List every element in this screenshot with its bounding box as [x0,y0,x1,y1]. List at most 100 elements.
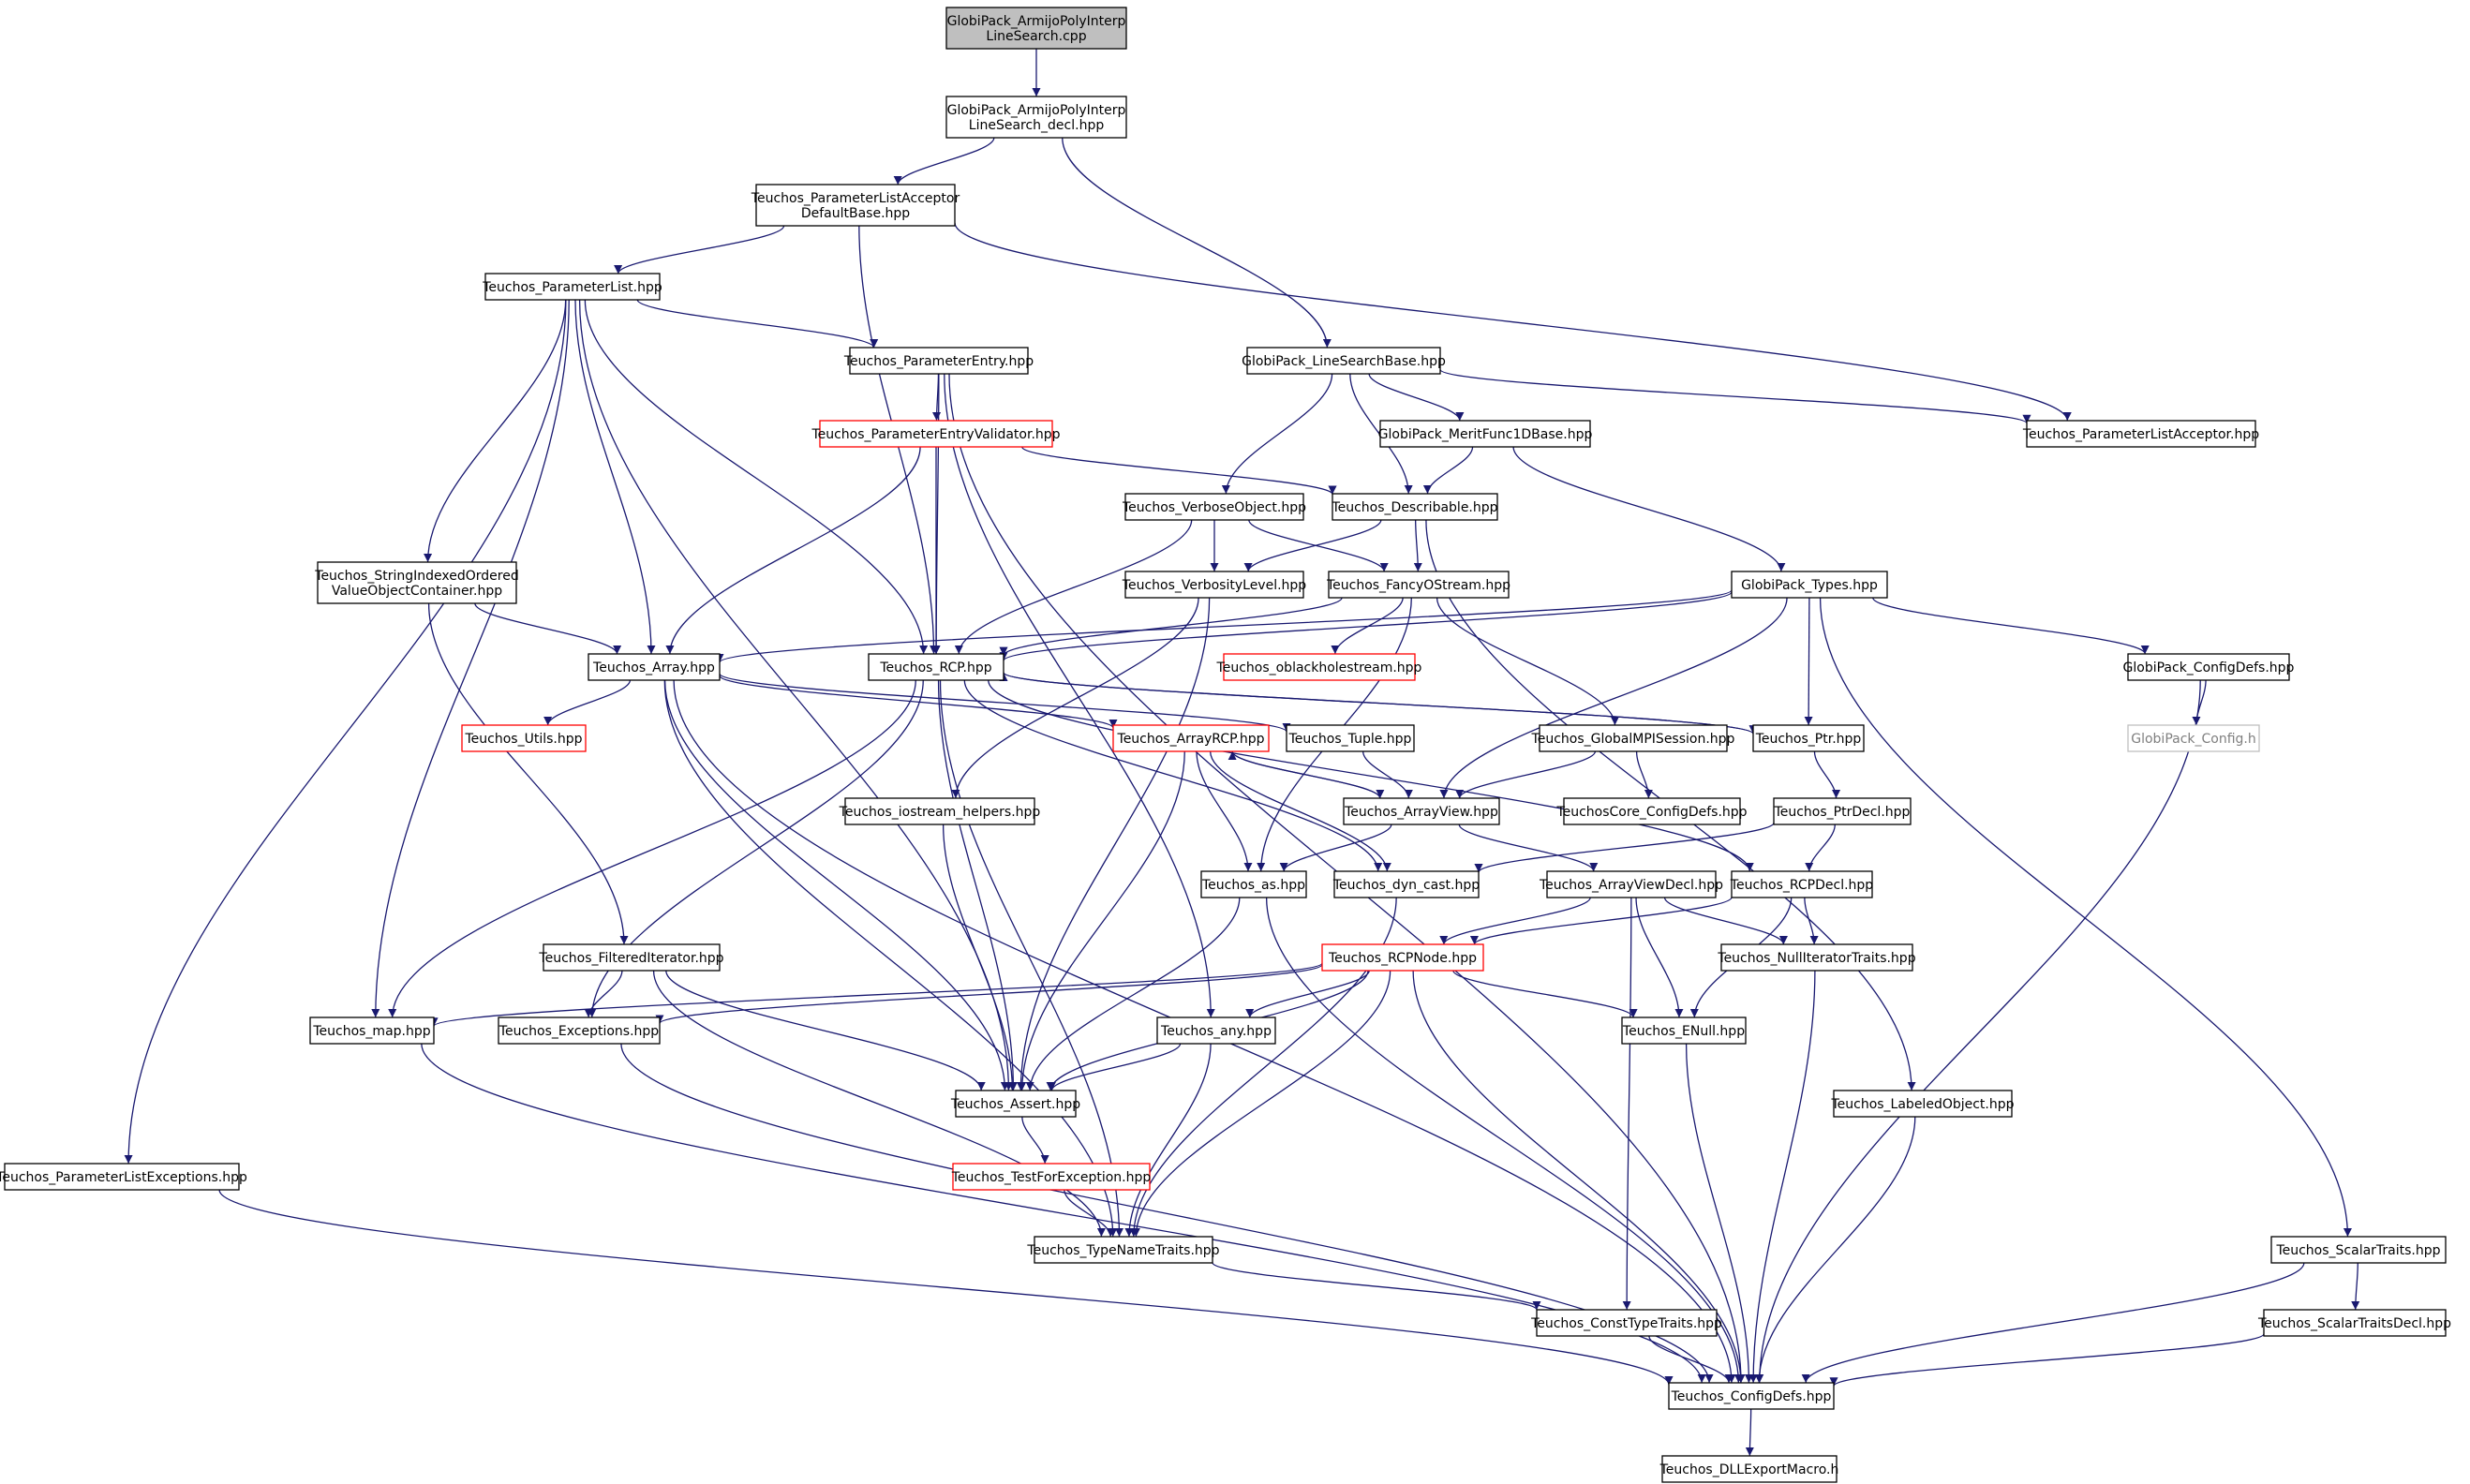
node-box [1773,797,1912,825]
node-box [1731,571,1888,599]
node-label: Teuchos_iostream_helpers.hpp [839,805,1041,820]
node-cd[interactable]: Teuchos_ConfigDefs.hpp [1668,1382,1835,1410]
node-box [1223,653,1416,681]
edge-gpcd-to-cd [1755,679,2201,1384]
edge-lsb-to-mf1d [1368,373,1465,422]
node-st[interactable]: Teuchos_ScalarTraits.hpp [2270,1236,2447,1264]
edge-rcpd-to-nit [1804,897,1819,945]
node-nit[interactable]: Teuchos_NullIteratorTraits.hpp [1717,943,1916,972]
edge-rcpn-to-enull [1452,970,1638,1018]
node-sioc[interactable]: Teuchos_StringIndexedOrderedValueObjectC… [314,561,519,604]
node-arcp[interactable]: Teuchos_ArrayRCP.hpp [1112,724,1270,752]
node-ctt[interactable]: Teuchos_ConstTypeTraits.hpp [1530,1309,1722,1337]
edge-plad-to-pla [954,222,2072,422]
node-plad[interactable]: Teuchos_ParameterListAcceptorDefaultBase… [751,184,960,227]
node-vl[interactable]: Teuchos_VerbosityLevel.hpp [1122,571,1307,599]
node-box [498,1017,661,1045]
node-box [1246,347,1441,375]
node-exc[interactable]: Teuchos_Exceptions.hpp [498,1017,661,1045]
node-as[interactable]: Teuchos_as.hpp [1200,870,1307,898]
edge-pl-to-map [371,299,570,1018]
node-label: Teuchos_RCP.hpp [879,660,991,675]
node-asrt[interactable]: Teuchos_Assert.hpp [950,1090,1080,1118]
node-ple[interactable]: Teuchos_ParameterListExceptions.hpp [0,1163,247,1191]
node-std[interactable]: Teuchos_ScalarTraitsDecl.hpp [2257,1309,2451,1337]
node-lo[interactable]: Teuchos_LabeledObject.hpp [1830,1090,2015,1118]
edge-gpcd-to-gpc [2192,679,2207,726]
edge-arr-to-utils [543,679,632,726]
edge-rcp-to-tnt [939,679,1124,1238]
node-rcpn[interactable]: Teuchos_RCPNode.hpp [1321,943,1484,972]
edge-decl-to-plad [893,137,995,186]
node-tuple[interactable]: Teuchos_Tuple.hpp [1286,724,1415,752]
node-dll[interactable]: Teuchos_DLLExportMacro.h [1659,1455,1839,1483]
node-box [2270,1236,2447,1264]
node-box [2127,724,2260,752]
node-pe[interactable]: Teuchos_ParameterEntry.hpp [843,347,1034,375]
node-ptrd[interactable]: Teuchos_PtrDecl.hpp [1773,797,1912,825]
node-vo[interactable]: Teuchos_VerboseObject.hpp [1122,493,1306,521]
node-tfe[interactable]: Teuchos_TestForException.hpp [951,1163,1152,1191]
node-mf1d[interactable]: GlobiPack_MeritFunc1DBase.hpp [1378,420,1593,448]
node-fos[interactable]: Teuchos_FancyOStream.hpp [1326,571,1510,599]
node-pev[interactable]: Teuchos_ParameterEntryValidator.hpp [811,420,1061,448]
node-fi[interactable]: Teuchos_FilteredIterator.hpp [538,943,724,972]
node-obh[interactable]: Teuchos_oblackholestream.hpp [1216,653,1422,681]
edge-rcp-to-dync [963,679,1383,872]
edge-pl-to-ple [124,299,567,1165]
node-utils[interactable]: Teuchos_Utils.hpp [461,724,587,752]
edge-gpt-to-ptr [1804,597,1813,726]
node-label: Teuchos_as.hpp [1201,878,1305,893]
node-label: Teuchos_ScalarTraitsDecl.hpp [2257,1316,2451,1331]
node-label: Teuchos_dyn_cast.hpp [1332,878,1480,893]
node-box [1332,493,1498,521]
node-lsb[interactable]: GlobiPack_LineSearchBase.hpp [1242,347,1446,375]
edge-st-to-std [2351,1262,2360,1311]
node-map[interactable]: Teuchos_map.hpp [309,1017,435,1045]
node-box [945,7,1127,50]
node-box [1034,1236,1213,1264]
node-arr[interactable]: Teuchos_Array.hpp [588,653,721,681]
node-rcp[interactable]: Teuchos_RCP.hpp [868,653,1004,681]
node-pl[interactable]: Teuchos_ParameterList.hpp [482,273,662,301]
node-tccd[interactable]: TeuchosCore_ConfigDefs.hpp [1555,797,1748,825]
node-box [1621,1017,1747,1045]
node-label: Teuchos_ArrayView.hpp [1344,805,1498,820]
node-any[interactable]: Teuchos_any.hpp [1156,1017,1276,1045]
edge-desc-to-vl [1243,519,1382,572]
node-tnt[interactable]: Teuchos_TypeNameTraits.hpp [1026,1236,1220,1264]
edge-arcp-to-as [1196,750,1253,872]
node-label: GlobiPack_ArmijoPolyInterp [947,14,1126,29]
node-dync[interactable]: Teuchos_dyn_cast.hpp [1332,870,1480,898]
node-label: Teuchos_ConfigDefs.hpp [1671,1389,1832,1404]
node-box [849,347,1029,375]
node-label: Teuchos_ParameterEntryValidator.hpp [811,427,1060,442]
node-decl[interactable]: GlobiPack_ArmijoPolyInterpLineSearch_dec… [945,96,1127,139]
node-box [1156,1017,1276,1045]
node-desc[interactable]: Teuchos_Describable.hpp [1331,493,1498,521]
edge-gpt-to-arr [715,589,1733,663]
node-label: Teuchos_Exceptions.hpp [498,1024,659,1039]
edge-fi-to-asrt [665,970,986,1091]
node-ioh[interactable]: Teuchos_iostream_helpers.hpp [839,797,1041,825]
node-box [1731,870,1873,898]
node-box [2263,1309,2447,1337]
node-gmpi[interactable]: Teuchos_GlobalMPISession.hpp [1531,724,1735,752]
edge-nit-to-cd [1748,970,1816,1384]
edge-avd-to-nit [1663,897,1788,945]
node-gpc[interactable]: GlobiPack_Config.h [2127,724,2260,752]
node-ptr[interactable]: Teuchos_Ptr.hpp [1752,724,1865,752]
node-av[interactable]: Teuchos_ArrayView.hpp [1343,797,1500,825]
node-gpcd[interactable]: GlobiPack_ConfigDefs.hpp [2123,653,2295,681]
edge-std-to-cd [1829,1333,2265,1387]
edge-av-to-arcp [1228,750,1381,799]
node-gpt[interactable]: GlobiPack_Types.hpp [1731,571,1888,599]
node-pla[interactable]: Teuchos_ParameterListAcceptor.hpp [2022,420,2259,448]
node-label: Teuchos_any.hpp [1160,1024,1272,1039]
node-enull[interactable]: Teuchos_ENull.hpp [1621,1017,1747,1045]
node-avd[interactable]: Teuchos_ArrayViewDecl.hpp [1539,870,1723,898]
node-rcpd[interactable]: Teuchos_RCPDecl.hpp [1730,870,1874,898]
edge-pl-to-arr [574,299,656,655]
edge-ptr-to-ptrd [1813,750,1841,799]
